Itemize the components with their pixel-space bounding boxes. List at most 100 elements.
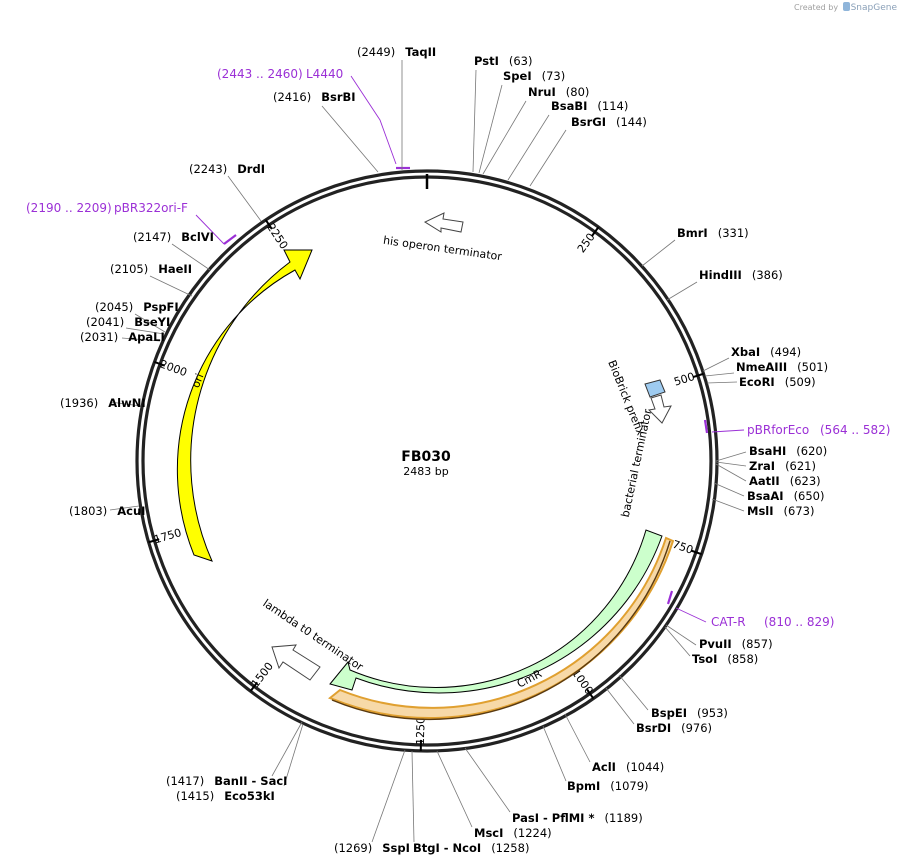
enzyme-position: (650)	[794, 489, 825, 503]
enzyme-label[interactable]: (2147)BclVI	[133, 230, 214, 244]
enzyme-position: (114)	[597, 99, 628, 113]
enzyme-label[interactable]: (1803)AcuI	[69, 504, 145, 518]
enzyme-label[interactable]: PvuII(857)	[699, 637, 773, 651]
enzyme-leader	[507, 114, 550, 181]
enzyme-leader-lines	[109, 60, 747, 843]
enzyme-label[interactable]: BspEI(953)	[651, 706, 728, 720]
enzyme-position: (1415)	[176, 789, 214, 803]
enzyme-label[interactable]: BsaAI (650)	[747, 489, 825, 503]
his-operon-terminator-feature[interactable]	[423, 212, 464, 233]
enzyme-position: (1269)	[334, 841, 372, 855]
enzyme-position: (1189)	[604, 811, 642, 825]
pbr322ori-f-leader	[195, 214, 225, 245]
enzyme-label[interactable]: BsaBI(114)	[551, 99, 628, 113]
enzyme-position: (976)	[681, 721, 712, 735]
pbr322ori-f-range: (2190 .. 2209)	[26, 201, 112, 215]
enzyme-label[interactable]: BtgI - NcoI(1258)	[413, 841, 529, 855]
enzyme-leader	[436, 750, 473, 828]
enzyme-label[interactable]: EcoRI (509)	[739, 375, 816, 389]
enzyme-position: (63)	[509, 54, 533, 68]
enzyme-position: (501)	[797, 360, 828, 374]
l4440-leader	[350, 75, 397, 165]
enzyme-label[interactable]: (2031)ApaLI	[80, 330, 165, 344]
enzyme-label[interactable]: PasI - PflMI *(1189)	[512, 811, 643, 825]
enzyme-position: (1417)	[166, 774, 204, 788]
ruler-tick-2000: 2000	[154, 357, 189, 379]
l4440-name: L4440	[306, 67, 343, 81]
plasmid-name: FB030	[401, 449, 451, 465]
enzyme-name: PvuII	[699, 637, 732, 651]
enzyme-leader	[711, 498, 745, 512]
enzyme-name: BsaAI	[747, 489, 784, 503]
enzyme-labels: (2449)TaqII (2416)BsrBI PstI (63)SpeI(73) Nr…	[60, 45, 828, 855]
enzyme-label[interactable]: AclI(1044)	[592, 760, 664, 774]
ruler-tick-label: 750	[671, 538, 695, 557]
enzyme-label[interactable]: XbaI(494)	[731, 345, 801, 359]
enzyme-label[interactable]: (2041)BseYI	[86, 315, 170, 329]
biobrick-prefix-feature[interactable]	[644, 379, 666, 398]
enzyme-name: EcoRI	[739, 375, 775, 389]
enzyme-name: BsrDI	[636, 721, 671, 735]
enzyme-leader	[715, 461, 747, 467]
primer-labels: (2443 .. 2460) L4440 (2190 .. 2209) pBR3…	[26, 67, 890, 629]
enzyme-name: TsoI	[692, 652, 717, 666]
enzyme-position: (1044)	[626, 760, 664, 774]
cat-r-mark	[666, 590, 674, 605]
enzyme-label[interactable]: (2105)HaeII	[110, 262, 192, 276]
lambda-t0-terminator-feature[interactable]	[271, 644, 321, 681]
enzyme-name: NmeAIII	[736, 360, 787, 374]
enzyme-label[interactable]: (1269)SspI	[334, 841, 410, 855]
enzyme-position: (858)	[727, 652, 758, 666]
enzyme-label[interactable]: (1936)AlwNI	[60, 396, 146, 410]
ruler-tick-2250: 2250	[264, 219, 290, 252]
enzyme-name: ZraI	[749, 459, 775, 473]
enzyme-label[interactable]: MslI(673)	[747, 504, 814, 518]
enzyme-label[interactable]: BsrDI (976)	[636, 721, 712, 735]
enzyme-label[interactable]: (1415)Eco53kI	[176, 789, 275, 803]
snapgene-credit: Created by SnapGene	[794, 2, 897, 13]
enzyme-label[interactable]: BpmI(1079)	[567, 779, 649, 793]
bacterial-terminator-feature[interactable]	[647, 394, 672, 424]
enzyme-name: BsrGI	[571, 115, 606, 129]
enzyme-position: (509)	[785, 375, 816, 389]
enzyme-leader	[542, 725, 567, 782]
enzyme-label[interactable]: BsrGI(144)	[571, 115, 647, 129]
enzyme-leader	[109, 401, 142, 407]
enzyme-leader	[715, 451, 747, 462]
ori-feature[interactable]	[176, 249, 313, 562]
enzyme-label[interactable]: (2045)PspFI	[95, 300, 179, 314]
enzyme-name: AatII	[749, 474, 780, 488]
enzyme-position: (2416)	[273, 90, 311, 104]
enzyme-label[interactable]: (1417)BanII - SacI	[166, 774, 287, 788]
enzyme-leader	[271, 721, 303, 777]
enzyme-label[interactable]: BmrI(331)	[677, 226, 749, 240]
enzyme-position: (2031)	[80, 330, 118, 344]
enzyme-label[interactable]: PstI (63)	[474, 54, 532, 68]
enzyme-label[interactable]: HindIII(386)	[699, 268, 783, 282]
enzyme-position: (2105)	[110, 262, 148, 276]
enzyme-label[interactable]: NmeAIII (501)	[736, 360, 828, 374]
enzyme-label[interactable]: (2449)TaqII	[357, 45, 436, 59]
enzyme-position: (331)	[718, 226, 749, 240]
enzyme-label[interactable]: TsoI (858)	[692, 652, 758, 666]
enzyme-leader	[605, 687, 635, 725]
enzyme-label[interactable]: ZraI(621)	[749, 459, 816, 473]
enzyme-label[interactable]: NruI(80)	[528, 85, 589, 99]
enzyme-leader	[134, 313, 166, 333]
ruler-tick-label: 500	[672, 370, 696, 389]
enzyme-label[interactable]: (2416)BsrBI	[273, 90, 356, 104]
cmr-feature[interactable]	[329, 529, 663, 694]
enzyme-label[interactable]: BsaHI(620)	[749, 444, 827, 458]
enzyme-leader	[664, 626, 691, 657]
enzyme-leader	[109, 505, 140, 511]
ruler-tick-750: 750	[671, 538, 702, 557]
enzyme-label[interactable]: SpeI(73)	[503, 69, 565, 83]
enzyme-name: HindIII	[699, 268, 742, 282]
enzyme-label[interactable]: (2243)DrdI	[189, 162, 265, 176]
enzyme-label[interactable]: AatII(623)	[749, 474, 821, 488]
enzyme-label[interactable]: MscI(1224)	[474, 826, 552, 840]
primer-leader-lines	[195, 75, 745, 623]
his-operon-terminator-label: his operon terminator	[382, 234, 503, 264]
enzyme-name: PstI	[474, 54, 499, 68]
